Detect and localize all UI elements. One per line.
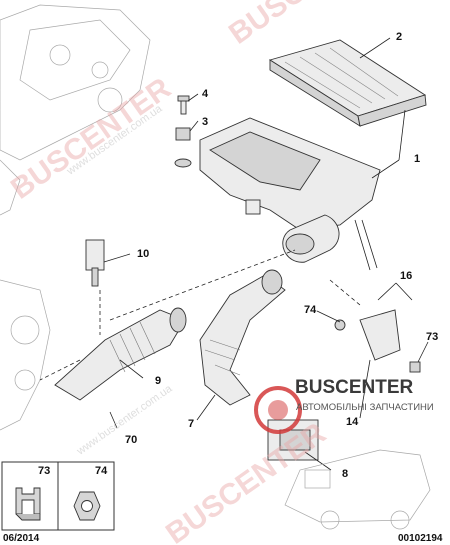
callout-74: 74 — [304, 304, 317, 316]
clip-icon — [15, 487, 41, 521]
turbo-duct-part-7 — [199, 269, 286, 406]
intake-duct-part-9 — [54, 307, 187, 401]
buscenter-logo: BUSCENTER АВТОМОБІЛЬНІ ЗАПЧАСТИНИ — [254, 377, 434, 434]
sensor-part-10 — [85, 239, 105, 287]
leader-lines — [103, 37, 429, 471]
callout-9: 9 — [155, 375, 161, 387]
logo-subtitle: АВТОМОБІЛЬНІ ЗАПЧАСТИНИ — [296, 402, 434, 413]
van-outline-drawing — [284, 449, 431, 530]
watermark-text-2: BUSCENTER — [5, 71, 177, 205]
bracket-part-14 — [359, 309, 401, 361]
callout-73: 73 — [426, 331, 438, 343]
air-filter-element — [268, 39, 427, 127]
callout-1: 1 — [414, 153, 420, 165]
footer-code: 00102194 — [398, 533, 443, 544]
footer-date: 06/2014 — [3, 533, 40, 544]
callout-14: 14 — [346, 416, 359, 428]
grommet-part-3 — [174, 127, 192, 168]
legend-box-73: 73 — [1, 461, 59, 531]
callout-7: 7 — [188, 418, 194, 430]
watermark-text-1: BUSCENTER — [223, 0, 395, 51]
callout-70: 70 — [125, 434, 137, 446]
air-filter-housing — [199, 117, 381, 271]
callout-2: 2 — [396, 31, 402, 43]
callout-8: 8 — [342, 468, 348, 480]
callout-labels: 2 1 3 4 10 9 70 7 8 16 74 73 14 — [125, 31, 438, 480]
callout-16: 16 — [400, 270, 412, 282]
logo-title: BUSCENTER — [295, 377, 414, 398]
legend-box-74-label: 74 — [95, 465, 108, 477]
assembly-line-c — [39, 359, 81, 381]
legend-box-73-label: 73 — [38, 465, 50, 477]
engine-block-drawing — [0, 4, 151, 431]
nut-part-74 — [334, 319, 346, 331]
callout-10: 10 — [137, 248, 149, 260]
assembly-line-d — [329, 279, 361, 306]
callout-3: 3 — [202, 116, 208, 128]
hex-nut-icon — [73, 491, 101, 521]
bolt-part-4 — [177, 95, 190, 115]
clip-part-73 — [409, 361, 421, 373]
callout-4: 4 — [202, 88, 209, 100]
legend-box-74: 74 — [57, 461, 115, 531]
assembly-line-b — [109, 249, 296, 321]
watermark-text-3: BUSCENTER — [160, 416, 332, 545]
